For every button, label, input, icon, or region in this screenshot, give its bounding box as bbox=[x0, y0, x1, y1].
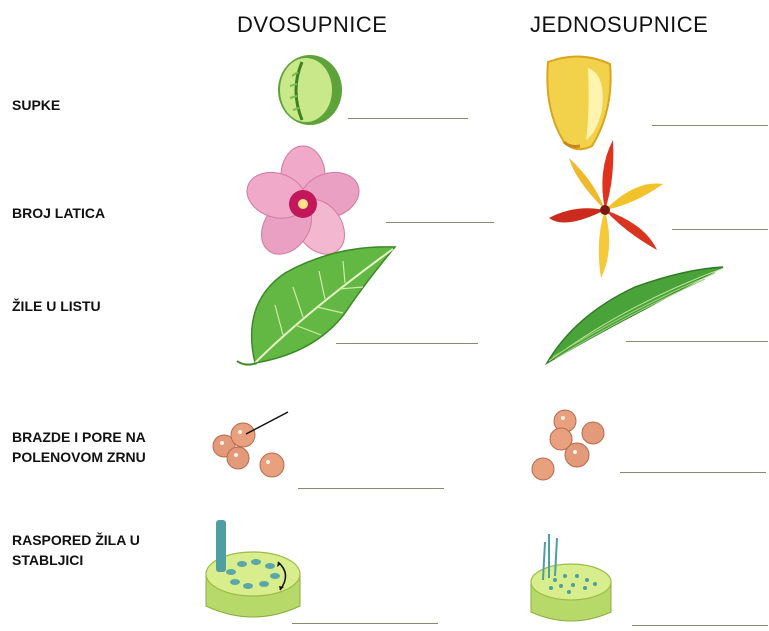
answer-blank-monocot-pollen[interactable] bbox=[620, 472, 766, 473]
pollen-pointer-line bbox=[240, 410, 290, 440]
monocot-stem-illustration bbox=[525, 530, 617, 628]
row-label-pollen: BRAZDE I PORE NA POLENOVOM ZRNU bbox=[12, 427, 197, 467]
answer-blank-monocot-petals[interactable] bbox=[672, 229, 768, 230]
answer-blank-monocot-stem[interactable] bbox=[632, 625, 768, 626]
row-label-leaf-veins: ŽILE U LISTU bbox=[12, 296, 101, 316]
dicots-header: DVOSUPNICE bbox=[237, 12, 387, 38]
monocot-flower-illustration bbox=[545, 138, 665, 280]
monocot-pollen-illustration bbox=[527, 405, 613, 481]
row-label-cotyledons: SUPKE bbox=[12, 95, 60, 115]
monocot-leaf-illustration bbox=[545, 265, 725, 365]
answer-blank-dicot-cotyledons[interactable] bbox=[348, 118, 468, 119]
dicot-flower-illustration bbox=[244, 150, 362, 255]
row-label-petals: BROJ LATICA bbox=[12, 203, 105, 223]
answer-blank-dicot-stem[interactable] bbox=[292, 623, 438, 624]
answer-blank-dicot-pollen[interactable] bbox=[298, 488, 444, 489]
row-label-stem-vascular: RASPORED ŽILA U STABLJICI bbox=[12, 530, 187, 570]
dicot-seed-illustration bbox=[268, 50, 348, 130]
monocots-header: JEDNOSUPNICE bbox=[530, 12, 708, 38]
answer-blank-monocot-cotyledons[interactable] bbox=[652, 125, 768, 126]
dicot-leaf-illustration bbox=[235, 243, 400, 368]
answer-blank-dicot-petals[interactable] bbox=[386, 222, 494, 223]
dicot-stem-illustration bbox=[198, 516, 308, 626]
